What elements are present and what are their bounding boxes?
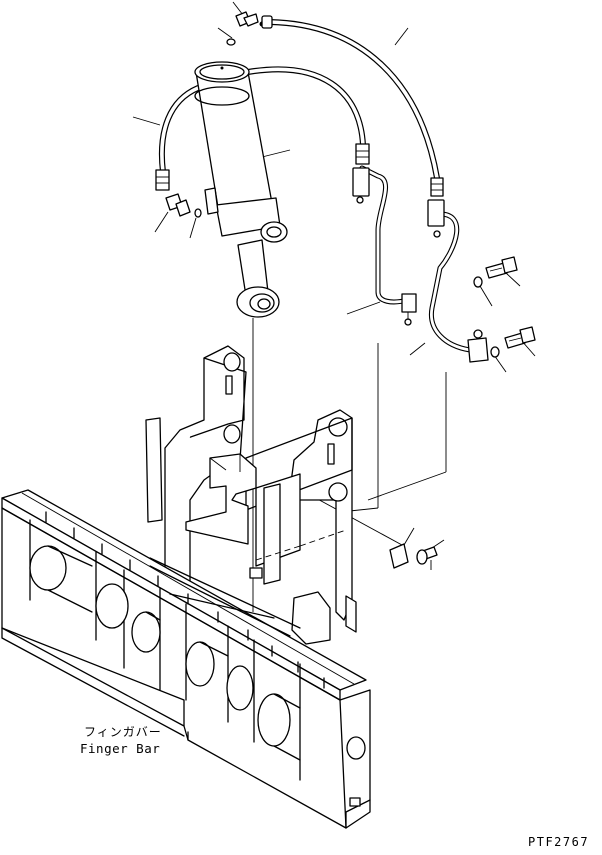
- finger-bar-label-japanese: フィンガバー: [84, 725, 162, 739]
- steel-tube-center: [352, 165, 417, 326]
- rail-notches: [45, 511, 325, 689]
- hose-top-center: [245, 66, 370, 165]
- hose-end-nut: [430, 177, 444, 197]
- finger-bar-label-english: Finger Bar: [80, 741, 161, 756]
- steel-tube-right: [427, 199, 489, 363]
- lift-arm-frame: [145, 345, 357, 645]
- hose-end-nut: [355, 143, 370, 165]
- bolt-lower: [504, 326, 536, 349]
- plate: [389, 543, 409, 569]
- finger-bar: [1, 489, 371, 829]
- washer-upper: [473, 276, 483, 288]
- o-ring-top: [226, 38, 236, 46]
- o-ring-left: [194, 208, 202, 218]
- hose-long-right: [259, 15, 444, 197]
- hose-end-fitting: [261, 15, 273, 29]
- washer-lower: [490, 346, 500, 358]
- pin: [416, 546, 438, 570]
- hose-end-nut: [155, 169, 170, 191]
- hose-left: [155, 85, 201, 191]
- bolt-upper: [485, 256, 518, 279]
- drawing-code: PTF2767: [528, 835, 590, 849]
- elbow-fitting-left: [165, 193, 191, 217]
- elbow-fitting-top: [235, 11, 259, 27]
- lift-cylinder: [194, 61, 288, 318]
